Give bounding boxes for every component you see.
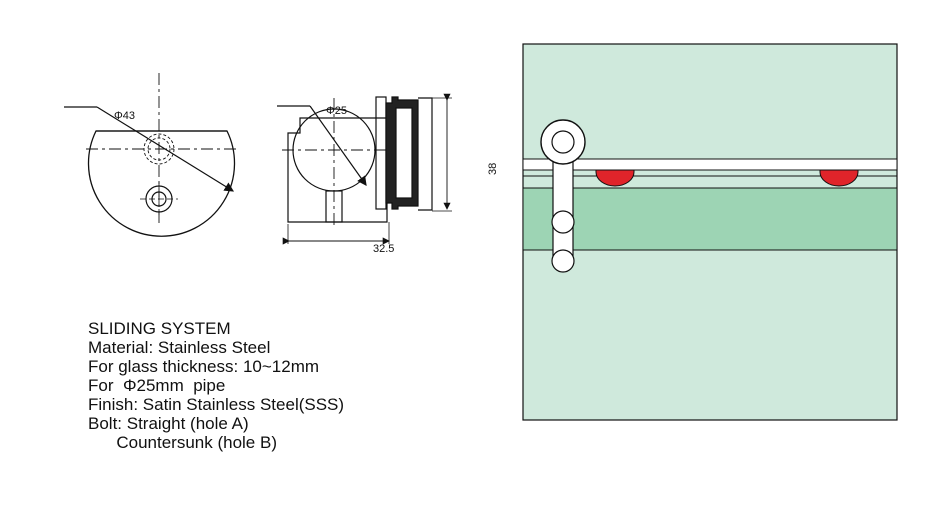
guide-wheel-mid (551, 210, 575, 234)
phi25-leader (309, 105, 367, 186)
spec-finish: Finish: Satin Stainless Steel(SSS) (88, 395, 345, 414)
dim-width: 32.5 (373, 243, 394, 255)
rail-band (522, 187, 898, 251)
spec-material: Material: Stainless Steel (88, 338, 271, 357)
roller-left (595, 169, 635, 187)
spec-block: SLIDING SYSTEM Material: Stainless Steel… (88, 319, 344, 452)
door-elevation (522, 43, 898, 421)
dim-side-diameter: Φ25 (326, 105, 347, 117)
hidden-bore (143, 133, 175, 165)
side-view (277, 93, 452, 245)
spec-pipe: For Φ25mm pipe (88, 376, 226, 395)
side-stem (325, 190, 343, 223)
spec-glass: For glass thickness: 10~12mm (88, 357, 320, 376)
glass-plate (375, 96, 387, 210)
spec-bolt-2: Countersunk (hole B) (88, 433, 277, 452)
side-body (287, 117, 388, 223)
spec-bolt: Bolt: Straight (hole A) (88, 414, 249, 433)
top-wheel-inner (551, 130, 575, 154)
dim-height: 38 (487, 163, 499, 175)
track-rail (522, 158, 898, 171)
spec-title: SLIDING SYSTEM (88, 319, 231, 338)
clamp-body-outline (87, 130, 236, 237)
roller-right (819, 169, 859, 187)
dim-front-diameter: Φ43 (114, 110, 135, 122)
front-view (64, 73, 238, 237)
phi43-leader (96, 106, 235, 192)
guide-wheel-bottom (551, 249, 575, 273)
